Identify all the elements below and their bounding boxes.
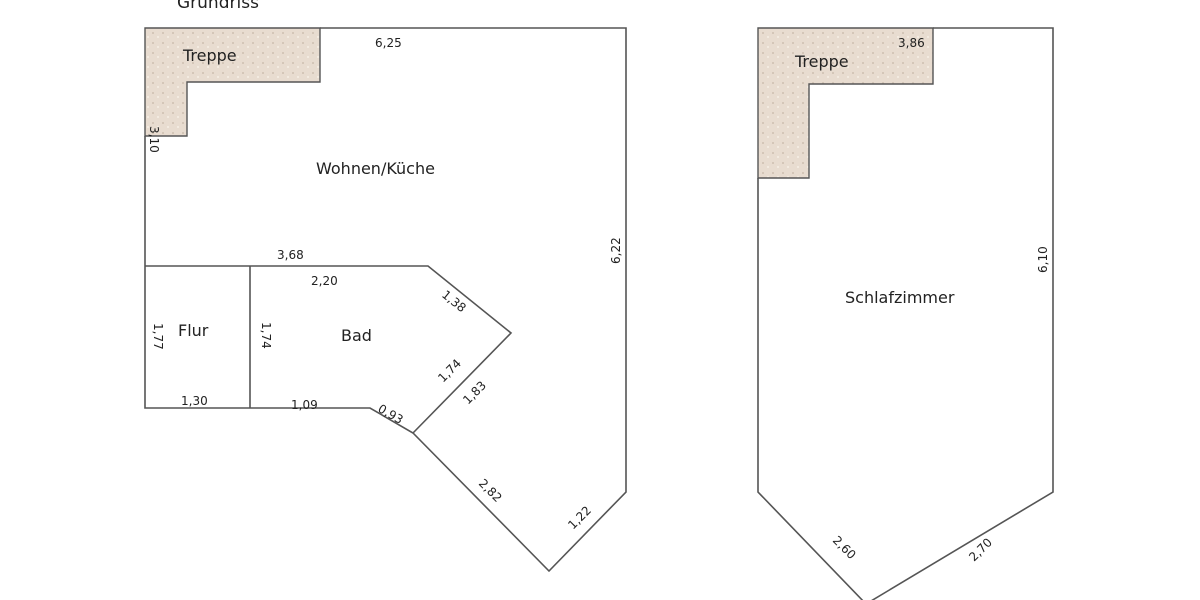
dim-right-wall: 6,10 bbox=[1036, 246, 1050, 273]
dim-top: 6,25 bbox=[375, 36, 402, 50]
dim-mid-wall: 3,68 bbox=[277, 248, 304, 262]
outer-wall-right bbox=[757, 27, 1054, 600]
dim-flur-left: 1,77 bbox=[151, 323, 165, 350]
dim-bad-diag-lower-inner: 1,74 bbox=[435, 356, 464, 385]
bath-wall bbox=[145, 265, 513, 434]
dim-bad-corner: 0,93 bbox=[376, 401, 406, 426]
dim-bad-diag-lower-outer: 1,83 bbox=[460, 378, 489, 407]
staircase-right bbox=[757, 27, 934, 179]
upper-floor-plan: Treppe Schlafzimmer 3,86 6,10 2,60 2,70 bbox=[757, 27, 1054, 600]
dim-flur-bottom: 1,30 bbox=[181, 394, 208, 408]
dim-diag-lower-right: 1,22 bbox=[565, 503, 594, 532]
outer-wall-left bbox=[144, 27, 627, 573]
room-label-flur: Flur bbox=[178, 321, 209, 340]
dim-bad-diag-upper: 1,38 bbox=[439, 287, 469, 315]
room-label-wohnen: Wohnen/Küche bbox=[316, 159, 435, 178]
staircase-left bbox=[144, 27, 321, 137]
dim-bad-left: 1,74 bbox=[259, 322, 273, 349]
room-label-treppe: Treppe bbox=[182, 46, 237, 65]
dim-diag-left: 2,60 bbox=[830, 533, 859, 562]
dim-stair-top: 3,86 bbox=[898, 36, 925, 50]
plan-title: Grundriss bbox=[177, 0, 259, 13]
dim-bad-top: 2,20 bbox=[311, 274, 338, 288]
ground-floor-plan: Treppe Wohnen/Küche Flur Bad 6,25 3,10 6… bbox=[144, 27, 627, 573]
dim-bad-bottom: 1,09 bbox=[291, 398, 318, 412]
room-label-schlafzimmer: Schlafzimmer bbox=[845, 288, 955, 307]
room-label-bad: Bad bbox=[341, 326, 372, 345]
dim-right: 6,22 bbox=[609, 237, 623, 264]
room-label-treppe-right: Treppe bbox=[794, 52, 849, 71]
dim-diag-right: 2,70 bbox=[966, 535, 995, 564]
dim-stair-left: 3,10 bbox=[147, 126, 161, 153]
